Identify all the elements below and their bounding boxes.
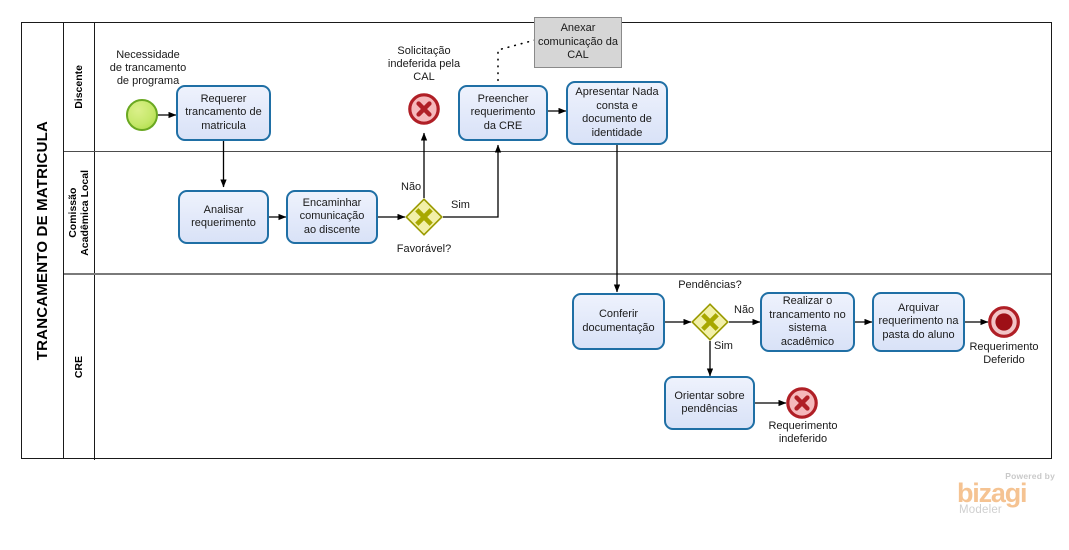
- lane-cre: CRE: [64, 273, 1051, 460]
- error-end-indeferido-label: Requerimento indeferido: [768, 420, 838, 445]
- end-event-deferido-label: Requerimento Deferido: [969, 341, 1039, 366]
- pool-title-label: TRANCAMENTO DE MATRICULA: [34, 120, 51, 361]
- lane-discente: Discente: [64, 23, 1051, 151]
- lane-label-cre: CRE: [73, 356, 85, 379]
- powered-by-label: Powered by: [1005, 471, 1055, 481]
- error-end-event-requerimento-indeferido[interactable]: [786, 387, 818, 419]
- lane-label-discente: Discente: [73, 65, 85, 109]
- lane-header-cre: CRE: [64, 275, 95, 460]
- start-event-necessidade[interactable]: [126, 99, 158, 131]
- annotation-anexar-comunicacao: Anexar comunicação da CAL: [534, 17, 622, 68]
- gateway-favoravel-label: Favorável?: [396, 243, 452, 255]
- pool-title: TRANCAMENTO DE MATRICULA: [22, 23, 64, 458]
- end-event-requerimento-deferido[interactable]: [988, 306, 1020, 338]
- gateway-favoravel[interactable]: [405, 198, 443, 236]
- bizagi-branding: Powered by bizagi Modeler: [957, 471, 1057, 517]
- task-orientar-sobre-pendencias[interactable]: Orientar sobre pendências: [664, 376, 755, 430]
- lane-header-discente: Discente: [64, 23, 95, 151]
- task-conferir-documentacao[interactable]: Conferir documentação: [572, 293, 665, 350]
- task-arquivar-requerimento[interactable]: Arquivar requerimento na pasta do aluno: [872, 292, 965, 352]
- flow-label-sim-favoravel: Sim: [451, 199, 470, 211]
- bizagi-wordmark: bizagi: [957, 478, 1028, 508]
- lane-comissao-academica-local: Comissão Acadêmica Local: [64, 151, 1051, 273]
- lane-label-comissao: Comissão Acadêmica Local: [67, 169, 91, 256]
- task-encaminhar-comunicacao[interactable]: Encaminhar comunicação ao discente: [286, 190, 378, 244]
- bizagi-product-label: Modeler: [959, 504, 1002, 516]
- flow-label-sim-pendencias: Sim: [714, 340, 733, 352]
- task-analisar-requerimento[interactable]: Analisar requerimento: [178, 190, 269, 244]
- gateway-pendencias-label: Pendências?: [678, 279, 742, 291]
- gateway-pendencias[interactable]: [691, 303, 729, 341]
- task-preencher-requerimento-cre[interactable]: Preencher requerimento da CRE: [458, 85, 548, 141]
- flow-label-nao-favoravel: Não: [401, 181, 422, 193]
- task-realizar-trancamento-sistema[interactable]: Realizar o trancamento no sistema acadêm…: [760, 292, 855, 352]
- lane-header-comissao: Comissão Acadêmica Local: [64, 152, 95, 273]
- start-event-label: Necessidade de trancamento de programa: [109, 49, 187, 87]
- task-apresentar-nada-consta[interactable]: Apresentar Nada consta e documento de id…: [566, 81, 668, 145]
- error-end-solicitacao-label: Solicitação indeferida pela CAL: [387, 45, 461, 83]
- flow-label-nao-pendencias: Não: [734, 304, 755, 316]
- error-end-event-solicitacao-indeferida[interactable]: [408, 93, 440, 125]
- task-requerer-trancamento[interactable]: Requerer trancamento de matricula: [176, 85, 271, 141]
